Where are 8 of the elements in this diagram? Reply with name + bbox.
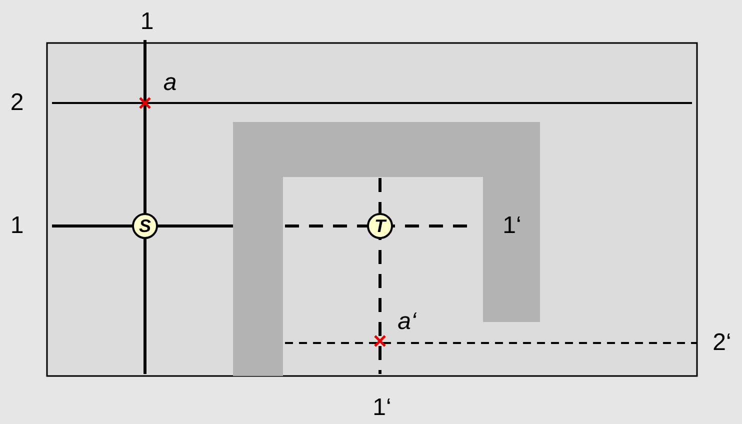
- line-number: 1‘: [372, 395, 392, 421]
- point-label: a‘: [398, 309, 416, 335]
- line-number: 2: [10, 90, 24, 116]
- line-number: 1: [140, 9, 154, 35]
- line-number: 1: [10, 213, 24, 239]
- line-number: 1‘: [502, 213, 522, 239]
- point-label: a: [163, 70, 177, 96]
- line-number: 2‘: [712, 330, 732, 356]
